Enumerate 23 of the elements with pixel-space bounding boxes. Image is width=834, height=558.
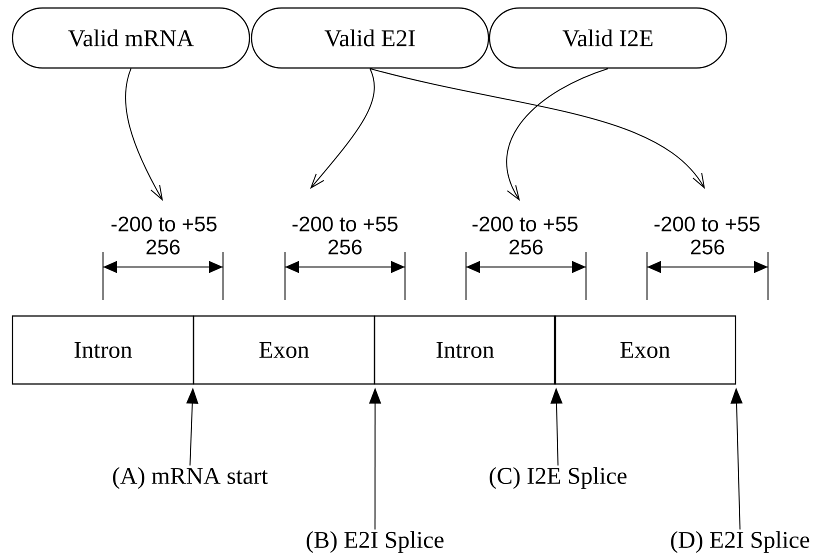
segment-box: Intron (12, 315, 194, 385)
site-label: (D) E2I Splice (671, 531, 810, 553)
rounded-box: Valid I2E (488, 7, 728, 69)
curved-arrow (125, 68, 163, 201)
rounded-box: Valid E2I (250, 7, 490, 69)
site-label: (C) I2E Splice (490, 467, 626, 489)
segment-box: Exon (554, 315, 736, 385)
curved-arrow (370, 68, 705, 189)
range-label: -200 to +55 (292, 216, 398, 232)
curved-arrow (506, 68, 608, 201)
site-label: (A) mRNA start (113, 467, 268, 489)
dimension-label: 256 (510, 240, 543, 254)
range-label: -200 to +55 (112, 216, 216, 232)
segment-box: Exon (192, 315, 376, 385)
dimension-label: 256 (691, 240, 724, 254)
dimension-label: 256 (146, 240, 180, 254)
site-label: (B) E2I Splice (306, 531, 444, 553)
range-label: -200 to +55 (472, 216, 578, 232)
segment-box: Intron (374, 315, 556, 385)
range-label: -200 to +55 (654, 216, 760, 232)
rounded-box: Valid mRNA (12, 7, 250, 69)
dimension-label: 256 (328, 240, 362, 254)
curved-arrow (310, 68, 375, 189)
